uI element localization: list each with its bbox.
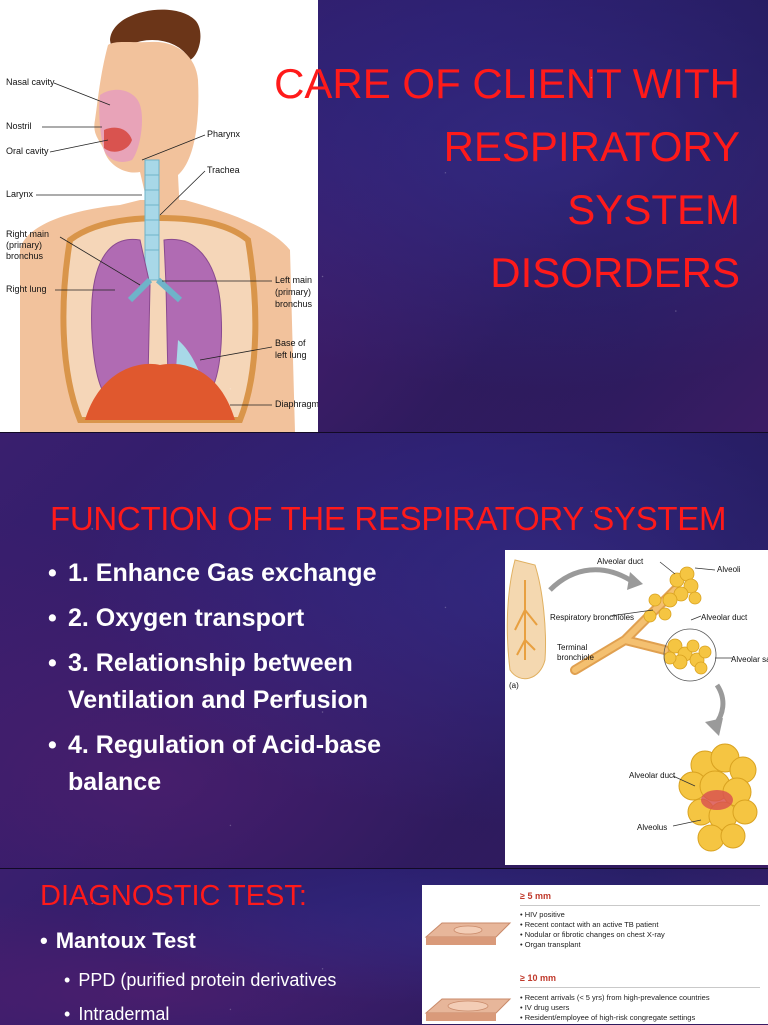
title-line-3: disorders bbox=[490, 249, 740, 296]
mantoux-item: • Nodular or fibrotic changes on chest X… bbox=[520, 930, 665, 939]
mantoux-item: • Recent contact with an active TB patie… bbox=[520, 920, 659, 929]
label-terminal-bronchiole-2: bronchiole bbox=[557, 653, 594, 662]
label-alveolar-duct-2: Alveolar duct bbox=[701, 613, 748, 622]
label-alveolar-sac: Alveolar sac bbox=[731, 655, 768, 664]
mantoux-head-5mm: ≥ 5 mm bbox=[520, 891, 551, 901]
label-terminal-bronchiole-1: Terminal bbox=[557, 643, 588, 652]
label-right-main-bronchus-1: Right main bbox=[6, 229, 50, 239]
respiratory-anatomy-figure: Nasal cavity Nostril Oral cavity Larynx … bbox=[0, 0, 318, 432]
label-nasal-cavity: Nasal cavity bbox=[6, 77, 55, 87]
mantoux-item: • HIV positive bbox=[520, 910, 565, 919]
mantoux-head-10mm: ≥ 10 mm bbox=[520, 973, 556, 983]
label-respiratory-bronchioles: Respiratory bronchioles bbox=[550, 613, 635, 622]
label-left-main-bronchus-3: bronchus bbox=[275, 299, 313, 309]
label-right-lung: Right lung bbox=[6, 284, 47, 294]
title-line-2: respiratory system bbox=[443, 123, 740, 233]
label-alveolar-duct-3: Alveolar duct bbox=[629, 771, 676, 780]
mantoux-divider bbox=[520, 905, 760, 906]
mantoux-item: • Recent arrivals (< 5 yrs) from high-pr… bbox=[520, 993, 710, 1002]
bullet-mantoux-test: Mantoux Test bbox=[40, 928, 196, 954]
label-left-main-bronchus-1: Left main bbox=[275, 275, 313, 285]
respiratory-anatomy-illustration bbox=[20, 9, 295, 432]
bullet-item: 1. Enhance Gas exchange bbox=[48, 555, 468, 592]
mantoux-divider bbox=[520, 987, 760, 988]
label-diaphragm: Diaphragm bbox=[275, 399, 318, 409]
mantoux-item: • IV drug users bbox=[520, 1003, 570, 1012]
sub-bullet-ppd: PPD (purified protein derivatives bbox=[64, 970, 336, 991]
mantoux-criteria-figure: ≥ 5 mm • HIV positive • Recent contact w… bbox=[422, 885, 768, 1024]
skin-induration-illustration bbox=[424, 922, 512, 1021]
alveoli-figure: Alveolar duct Alveoli Respiratory bronch… bbox=[505, 550, 768, 865]
function-bullet-list: 1. Enhance Gas exchange 2. Oxygen transp… bbox=[48, 555, 468, 809]
label-alveoli: Alveoli bbox=[717, 565, 741, 574]
diagnostic-heading: Diagnostic test: bbox=[40, 880, 307, 912]
slide-title: Nasal cavity Nostril Oral cavity Larynx … bbox=[0, 0, 768, 432]
label-alveolar-duct: Alveolar duct bbox=[597, 557, 644, 566]
label-larynx: Larynx bbox=[6, 189, 34, 199]
mantoux-item: • Organ transplant bbox=[520, 940, 581, 949]
bullet-item: 2. Oxygen transport bbox=[48, 600, 468, 637]
bullet-item: 4. Regulation of Acid-base balance bbox=[48, 727, 468, 801]
label-trachea: Trachea bbox=[207, 165, 240, 175]
label-right-main-bronchus-3: bronchus bbox=[6, 251, 44, 261]
label-panel-a: (a) bbox=[509, 681, 519, 690]
label-left-main-bronchus-2: (primary) bbox=[275, 287, 311, 297]
label-oral-cavity: Oral cavity bbox=[6, 146, 49, 156]
sub-bullet-intradermal: Intradermal bbox=[64, 1004, 169, 1025]
label-alveolus: Alveolus bbox=[637, 823, 668, 832]
label-base-left-lung-1: Base of bbox=[275, 338, 306, 348]
label-nostril: Nostril bbox=[6, 121, 32, 131]
slide-title-heading: Care of client with respiratory system d… bbox=[268, 52, 740, 304]
label-base-left-lung-2: left lung bbox=[275, 350, 307, 360]
label-pharynx: Pharynx bbox=[207, 129, 241, 139]
label-right-main-bronchus-2: (primary) bbox=[6, 240, 42, 250]
alveoli-illustration bbox=[506, 559, 758, 852]
title-line-1: Care of client with bbox=[274, 60, 740, 107]
function-heading: FUNCTION OF THE RESPIRATORY SYSTEM bbox=[50, 500, 727, 537]
mantoux-item: • Resident/employee of high-risk congreg… bbox=[520, 1013, 696, 1022]
bullet-item: 3. Relationship between Ventilation and … bbox=[48, 645, 468, 719]
